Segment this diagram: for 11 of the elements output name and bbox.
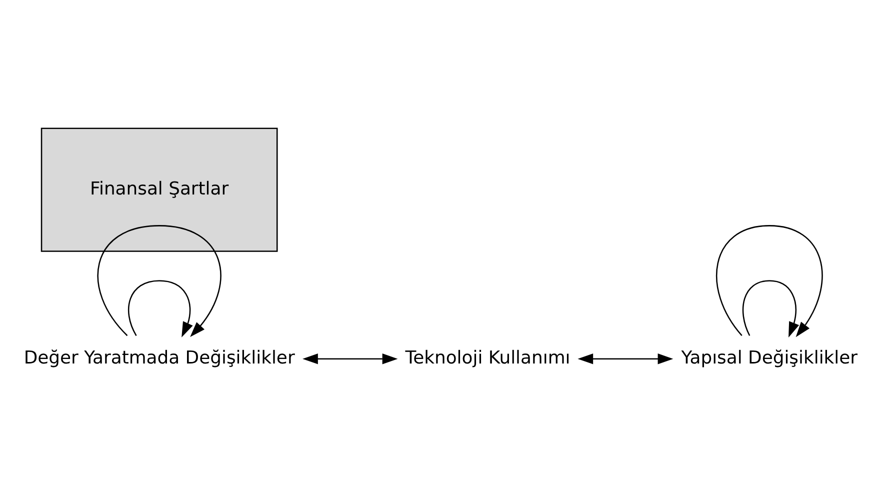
- arrow: [742, 280, 800, 337]
- arrow: [578, 352, 674, 364]
- cluster: [40, 127, 278, 252]
- node-text: Finansal Şartlar: [90, 178, 229, 200]
- arrow: [716, 224, 823, 337]
- arrow: [128, 280, 193, 337]
- arrow: [302, 352, 398, 364]
- node-text: Değer Yaratmada Değişiklikler: [24, 347, 295, 368]
- node-text: Yapısal Değişiklikler: [681, 347, 858, 368]
- arrow: [97, 224, 222, 337]
- node-text: Teknoloji Kullanımı: [405, 347, 570, 368]
